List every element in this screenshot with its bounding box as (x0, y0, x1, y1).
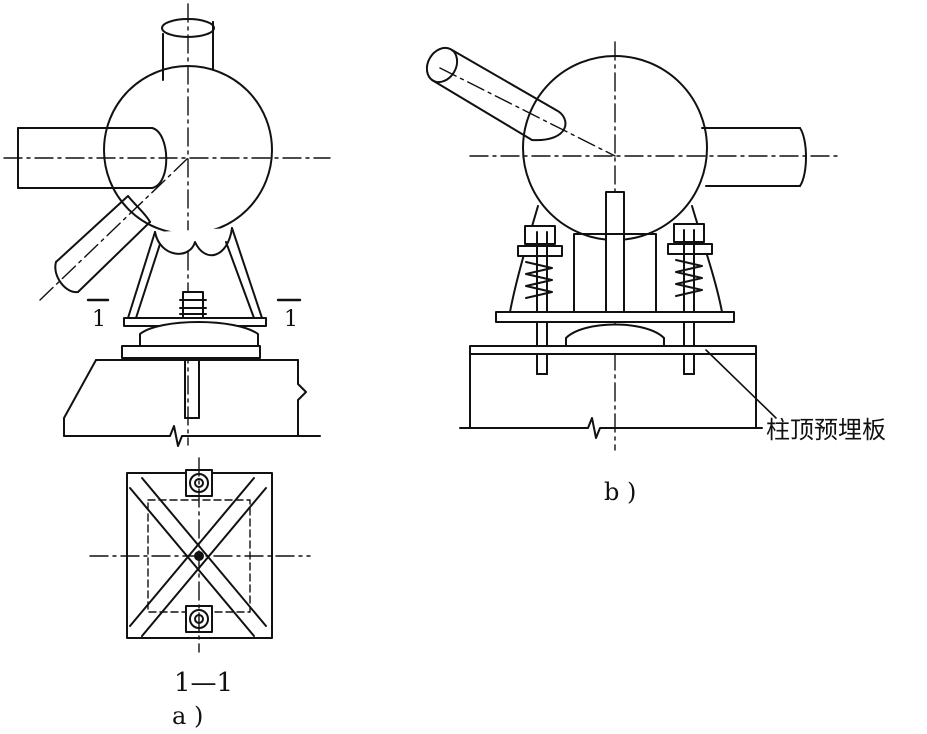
figure-a-elevation (3, 3, 331, 447)
column-top-b (459, 353, 763, 439)
view-caption-a: a ) (172, 702, 204, 730)
spring-left-b (517, 225, 563, 375)
diagonal-tube-b (425, 46, 567, 142)
callout-label-b: 柱顶预埋板 (766, 416, 886, 444)
base-plate-a (121, 345, 261, 359)
callout-leader (705, 349, 777, 419)
figure-b-elevation (425, 41, 841, 451)
section-bolts-a (185, 469, 213, 633)
rubber-pad-a (139, 321, 259, 347)
centerlines-a (3, 3, 331, 446)
view-caption-b: b ) (604, 478, 637, 506)
figure-a-section (89, 457, 311, 653)
diagonal-tube-a (54, 195, 151, 294)
top-plate-b (495, 311, 735, 323)
right-tube-b (701, 127, 807, 187)
embedded-plate-b (469, 345, 757, 355)
section-caption-a: 1—1 (174, 668, 234, 698)
section-mark-left: 1 (92, 307, 106, 332)
section-mark-right: 1 (284, 307, 298, 332)
support-cup-a (154, 227, 233, 257)
column-top-a (63, 359, 321, 447)
